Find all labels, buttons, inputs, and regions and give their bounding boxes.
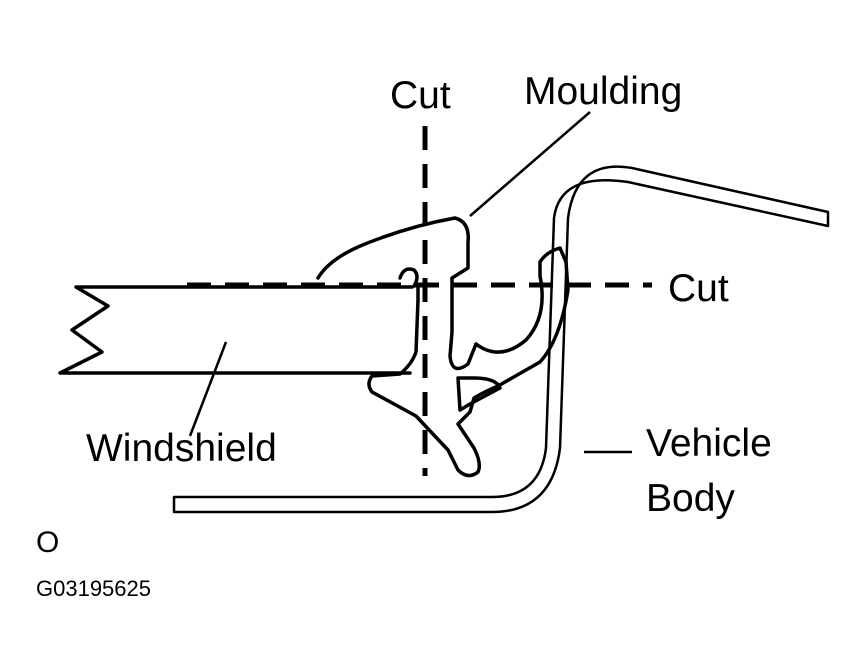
moulding-body: [367, 246, 570, 478]
figure-code: G03195625: [36, 576, 151, 601]
moulding-label: Moulding: [524, 70, 682, 113]
windshield-glass: [58, 285, 414, 375]
cut-horizontal-label: Cut: [668, 267, 729, 310]
windshield-label: Windshield: [86, 427, 277, 470]
moulding-inner-cutout: [456, 376, 502, 412]
vehicle-body-panel: [172, 165, 830, 514]
windshield-leader: [188, 341, 228, 437]
corner-mark: O: [36, 526, 59, 559]
moulding-head: [316, 216, 478, 371]
moulding-leader: [469, 111, 591, 217]
vehicle-body-label-line1: Vehicle: [646, 422, 772, 465]
vehicle-body-label-line2: Body: [646, 477, 735, 520]
moulding-knob: [398, 267, 419, 288]
cut-vertical-label: Cut: [390, 74, 451, 117]
